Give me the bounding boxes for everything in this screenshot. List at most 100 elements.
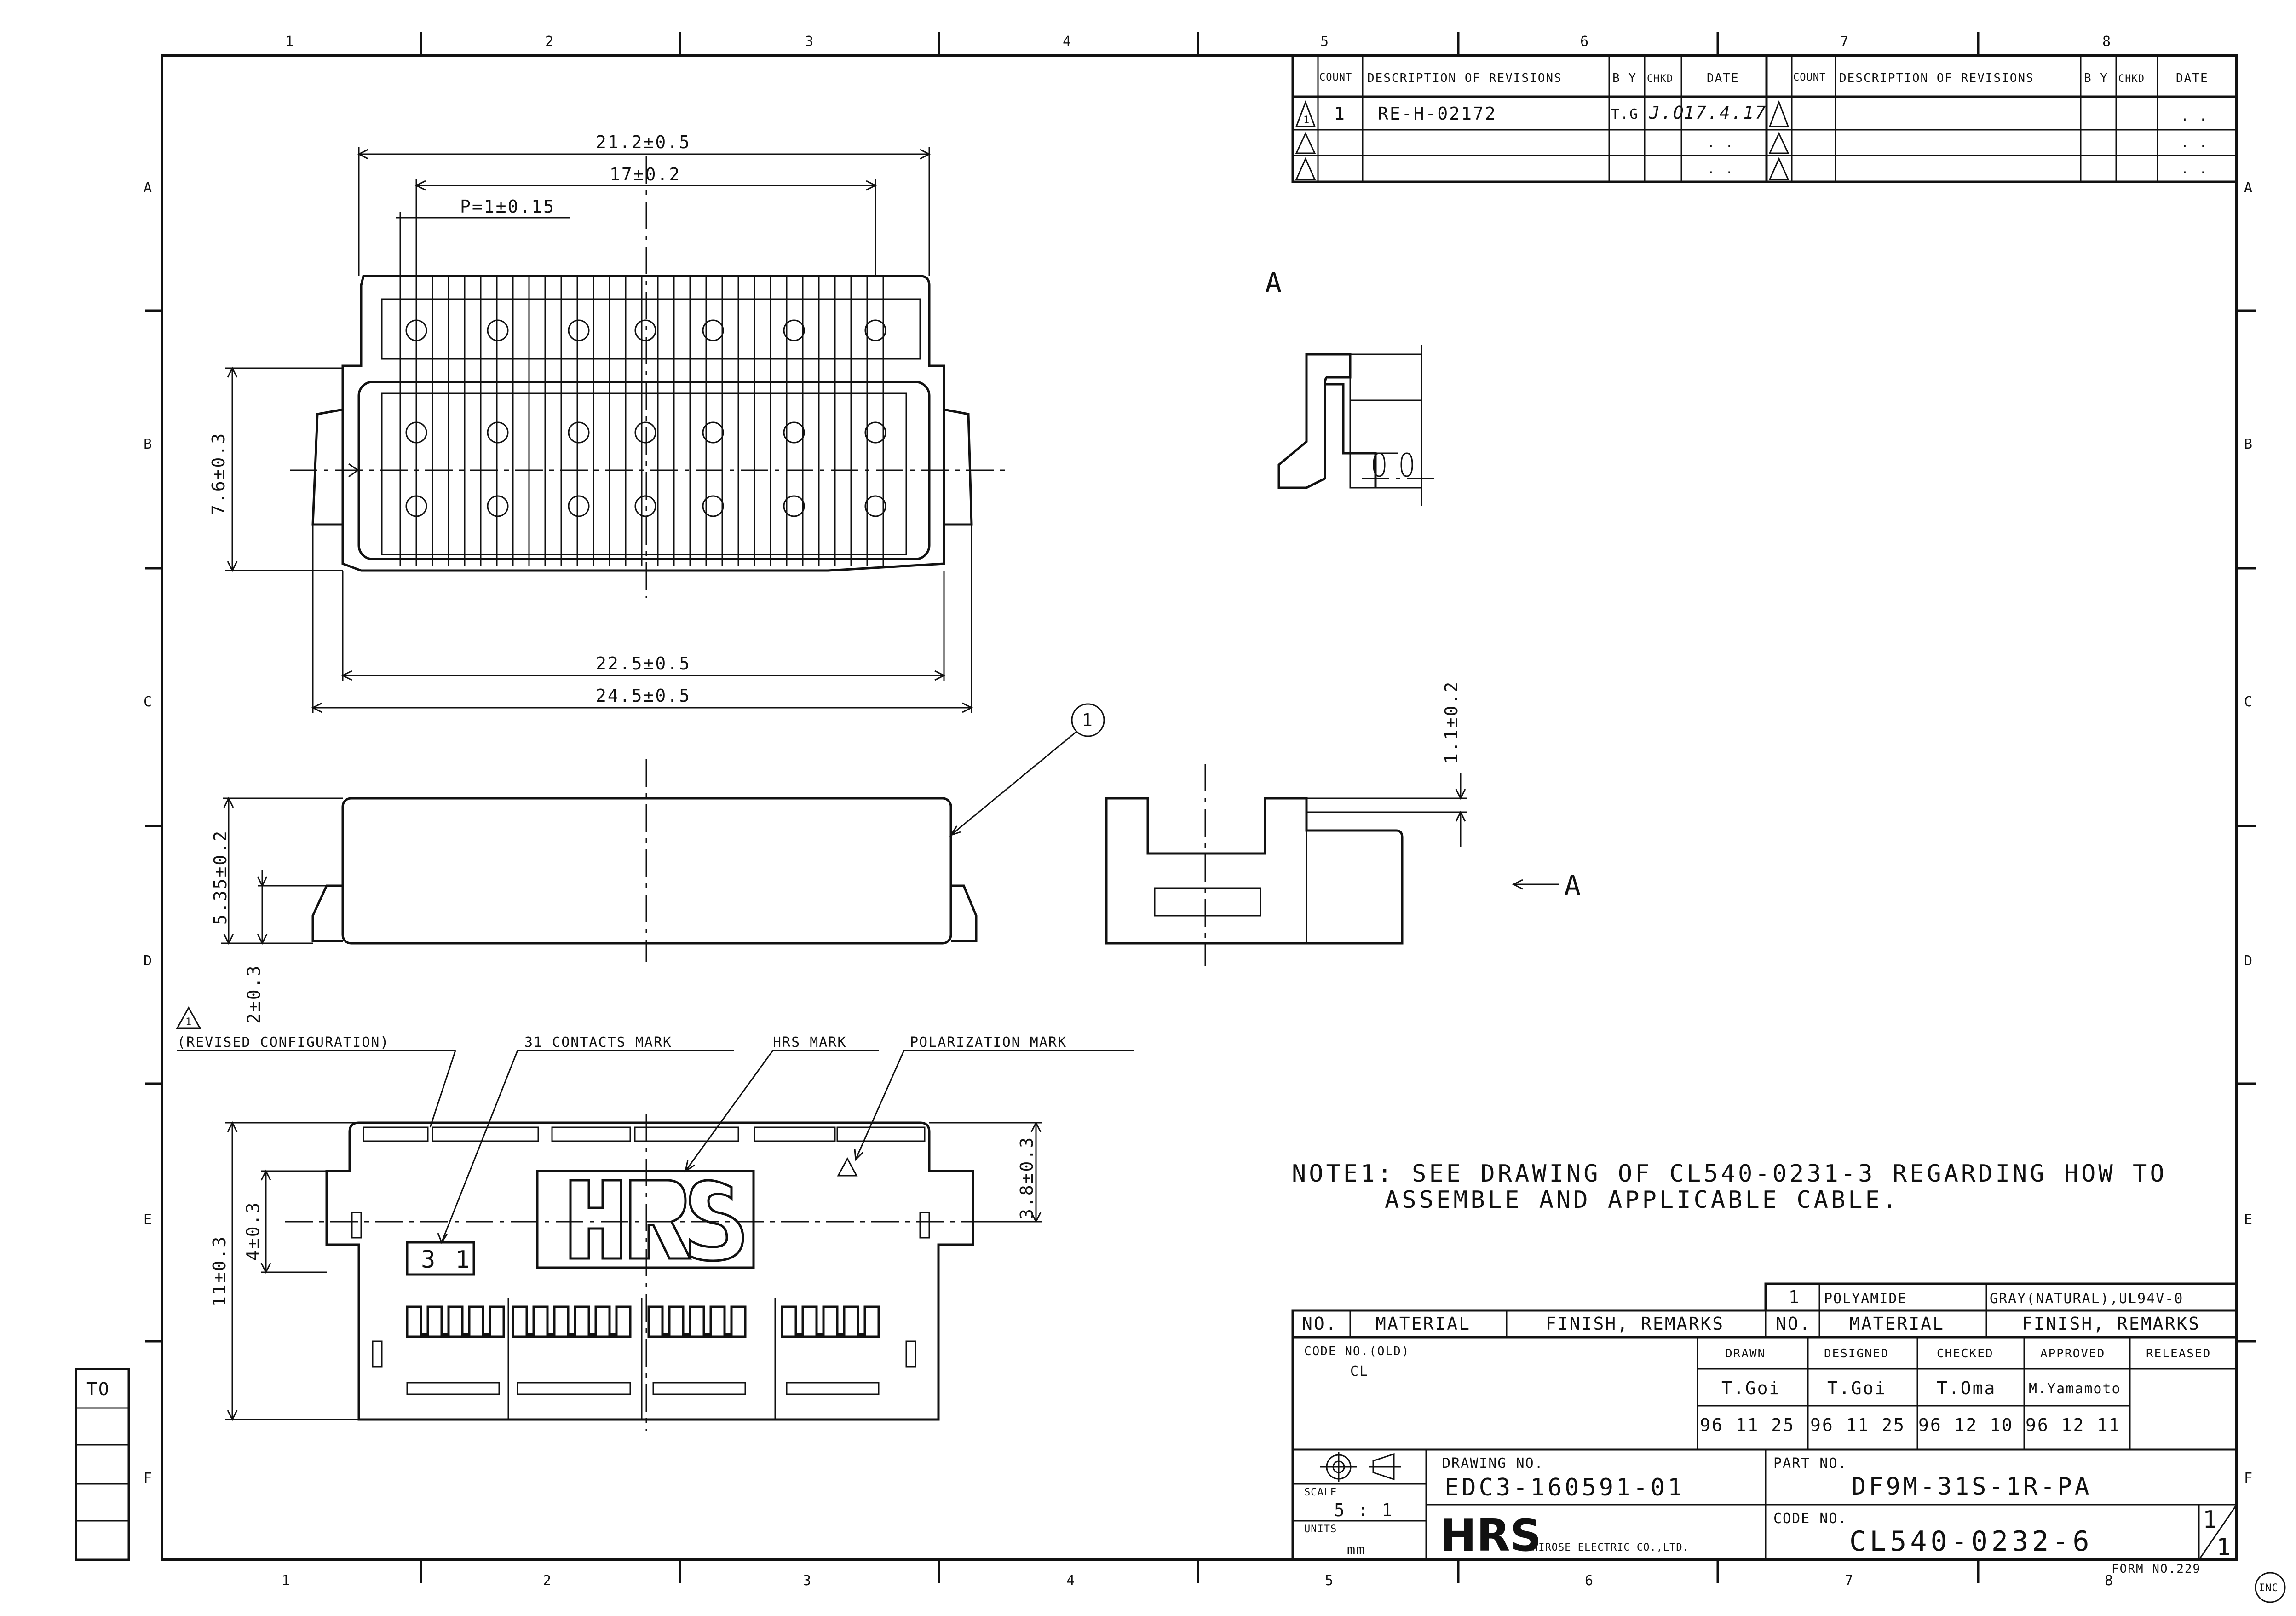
rev-right-row3-date: . .: [2181, 161, 2208, 177]
row-label-left-a: A: [144, 180, 153, 196]
released-label: RELEASED: [2146, 1347, 2211, 1361]
col-label-bottom-2: 2: [543, 1573, 552, 1589]
dim-22-5: 22.5±0.5: [596, 653, 691, 674]
col-label-top-3: 3: [805, 34, 814, 50]
code-no-label: CODE NO.: [1773, 1511, 1847, 1527]
rev-header-desc-left: DESCRIPTION OF REVISIONS: [1367, 71, 1562, 85]
end-view: [1105, 764, 1559, 966]
form-number: FORM NO.229: [2112, 1562, 2201, 1576]
units-label: UNITS: [1304, 1524, 1337, 1535]
rev-header-count-right: COUNT: [1793, 72, 1826, 83]
parts-header-material-right: MATERIAL: [1849, 1314, 1945, 1334]
top-view-dims-text: 21.2±0.5 17±0.2 P=1±0.15 7.6±0.3 22.5±0.…: [208, 132, 691, 706]
code-old-value: CL: [1350, 1363, 1369, 1379]
rev-header-by-right: B Y: [2084, 71, 2108, 85]
view-a: [1277, 345, 1435, 506]
rev-row1-mark: 1: [1303, 115, 1310, 126]
part-no: DF9M-31S-1R-PA: [1852, 1473, 2092, 1501]
note-line-2: ASSEMBLE AND APPLICABLE CABLE.: [1385, 1186, 1899, 1214]
company-name: HIROSE ELECTRIC CO.,LTD.: [1532, 1542, 1689, 1553]
top-view: [225, 147, 1005, 713]
row-label-right-d: D: [2244, 953, 2253, 969]
grid-column-ticks: [420, 32, 1980, 1583]
rev-row1-description: RE-H-02172: [1378, 104, 1497, 124]
title-block-text: 1 POLYAMIDE GRAY(NATURAL),UL94V-0 NO. MA…: [1302, 1287, 2231, 1561]
dim-2: 2±0.3: [244, 964, 264, 1024]
scale-label: SCALE: [1304, 1487, 1337, 1498]
hrs-mark-logo: [569, 1179, 744, 1262]
callout-revised: (REVISED CONFIGURATION): [177, 1034, 389, 1050]
units-value: mm: [1347, 1542, 1365, 1558]
dim-4: 4±0.3: [243, 1201, 263, 1261]
callout-hrs: HRS MARK: [773, 1034, 847, 1050]
drawn-label: DRAWN: [1725, 1347, 1766, 1361]
rev-row3-date: . .: [1707, 161, 1734, 177]
drawing-border: [161, 54, 2238, 1561]
grid-labels: 1 2 3 4 5 6 7 8 1 2 3 4 5 6 7 8 A B C D …: [144, 34, 2253, 1589]
row-label-left-e: E: [144, 1212, 153, 1228]
dim-17: 17±0.2: [610, 164, 681, 185]
to-label: TO: [86, 1379, 110, 1399]
contacts-box-text: 3 1: [421, 1246, 472, 1274]
col-label-bottom-5: 5: [1325, 1573, 1334, 1589]
rev-header-date-right: DATE: [2176, 71, 2209, 85]
col-label-bottom-8: 8: [2105, 1573, 2114, 1589]
sheet-num: 1: [2203, 1506, 2220, 1534]
col-label-top-7: 7: [1840, 34, 1849, 50]
bottom-view-text: 1 (REVISED CONFIGURATION) 31 CONTACTS MA…: [177, 1016, 1067, 1307]
row-label-right-c: C: [2244, 694, 2253, 710]
checked-date: 96 12 10: [1918, 1415, 2014, 1435]
callout-polarization: POLARIZATION MARK: [910, 1034, 1067, 1050]
checked-label: CHECKED: [1937, 1347, 1994, 1361]
row-label-right-f: F: [2244, 1470, 2253, 1486]
col-label-top-1: 1: [285, 34, 294, 50]
parts-header-finish-left: FINISH, REMARKS: [1546, 1314, 1724, 1334]
drawing-no: EDC3-160591-01: [1444, 1474, 1685, 1501]
approved-by: M.Yamamoto: [2029, 1381, 2121, 1397]
row-label-right-a: A: [2244, 180, 2253, 196]
dim-11: 11±0.3: [209, 1235, 230, 1307]
col-label-top-5: 5: [1320, 34, 1329, 50]
dim-1-1: 1.1±0.2: [1441, 681, 1462, 764]
row-label-left-d: D: [144, 953, 153, 969]
dim-5-35: 5.35±0.2: [210, 830, 230, 925]
top-view-contacts: [405, 319, 886, 517]
dim-pitch: P=1±0.15: [460, 196, 555, 217]
dim-7-6: 7.6±0.3: [208, 432, 229, 515]
rev-right-row1-date: . .: [2181, 108, 2208, 124]
approved-label: APPROVED: [2040, 1347, 2105, 1361]
note-line-1: NOTE1: SEE DRAWING OF CL540-0231-3 REGAR…: [1292, 1160, 2167, 1188]
balloon-1: 1: [1082, 710, 1094, 730]
row-label-left-f: F: [144, 1470, 153, 1486]
designed-date: 96 11 25: [1810, 1415, 1905, 1435]
end-view-text: 1.1±0.2 A: [1441, 681, 1581, 902]
bottom-view: [176, 1006, 1134, 1431]
rev-triangle-label: 1: [185, 1016, 192, 1028]
hrs-logo: HRS: [1440, 1511, 1542, 1561]
col-label-bottom-7: 7: [1845, 1573, 1854, 1589]
revision-table-text: COUNT DESCRIPTION OF REVISIONS B Y CHKD …: [1303, 71, 2209, 177]
inc-mark: INC: [2259, 1582, 2279, 1594]
side-view-text: 5.35±0.2 2±0.3 1: [210, 710, 1094, 1024]
col-label-bottom-4: 4: [1066, 1573, 1076, 1589]
rev-row1-date: 17.4.17: [1684, 103, 1767, 123]
rev-header-date-left: DATE: [1707, 71, 1739, 85]
rev-row1-by: T.G: [1611, 106, 1639, 122]
col-label-bottom-3: 3: [803, 1573, 812, 1589]
col-label-top-8: 8: [2102, 34, 2112, 50]
dim-3-8: 3.8±0.3: [1017, 1136, 1037, 1219]
to-box: [75, 1368, 130, 1561]
parts-row-finish: GRAY(NATURAL),UL94V-0: [1990, 1291, 2183, 1307]
parts-header-no-left: NO.: [1302, 1314, 1338, 1334]
rev-header-by-left: B Y: [1612, 71, 1637, 85]
designed-label: DESIGNED: [1824, 1347, 1889, 1361]
parts-row-no: 1: [1789, 1287, 1801, 1307]
rev-row1-chkd: J.O: [1649, 103, 1685, 123]
row-label-left-b: B: [144, 436, 153, 452]
code-old-label: CODE NO.(OLD): [1304, 1345, 1410, 1358]
rev-header-count-left: COUNT: [1319, 72, 1352, 83]
side-view: [221, 703, 1105, 962]
rev-header-desc-right: DESCRIPTION OF REVISIONS: [1839, 71, 2034, 85]
parts-header-no-right: NO.: [1776, 1314, 1812, 1334]
col-label-top-2: 2: [545, 34, 554, 50]
